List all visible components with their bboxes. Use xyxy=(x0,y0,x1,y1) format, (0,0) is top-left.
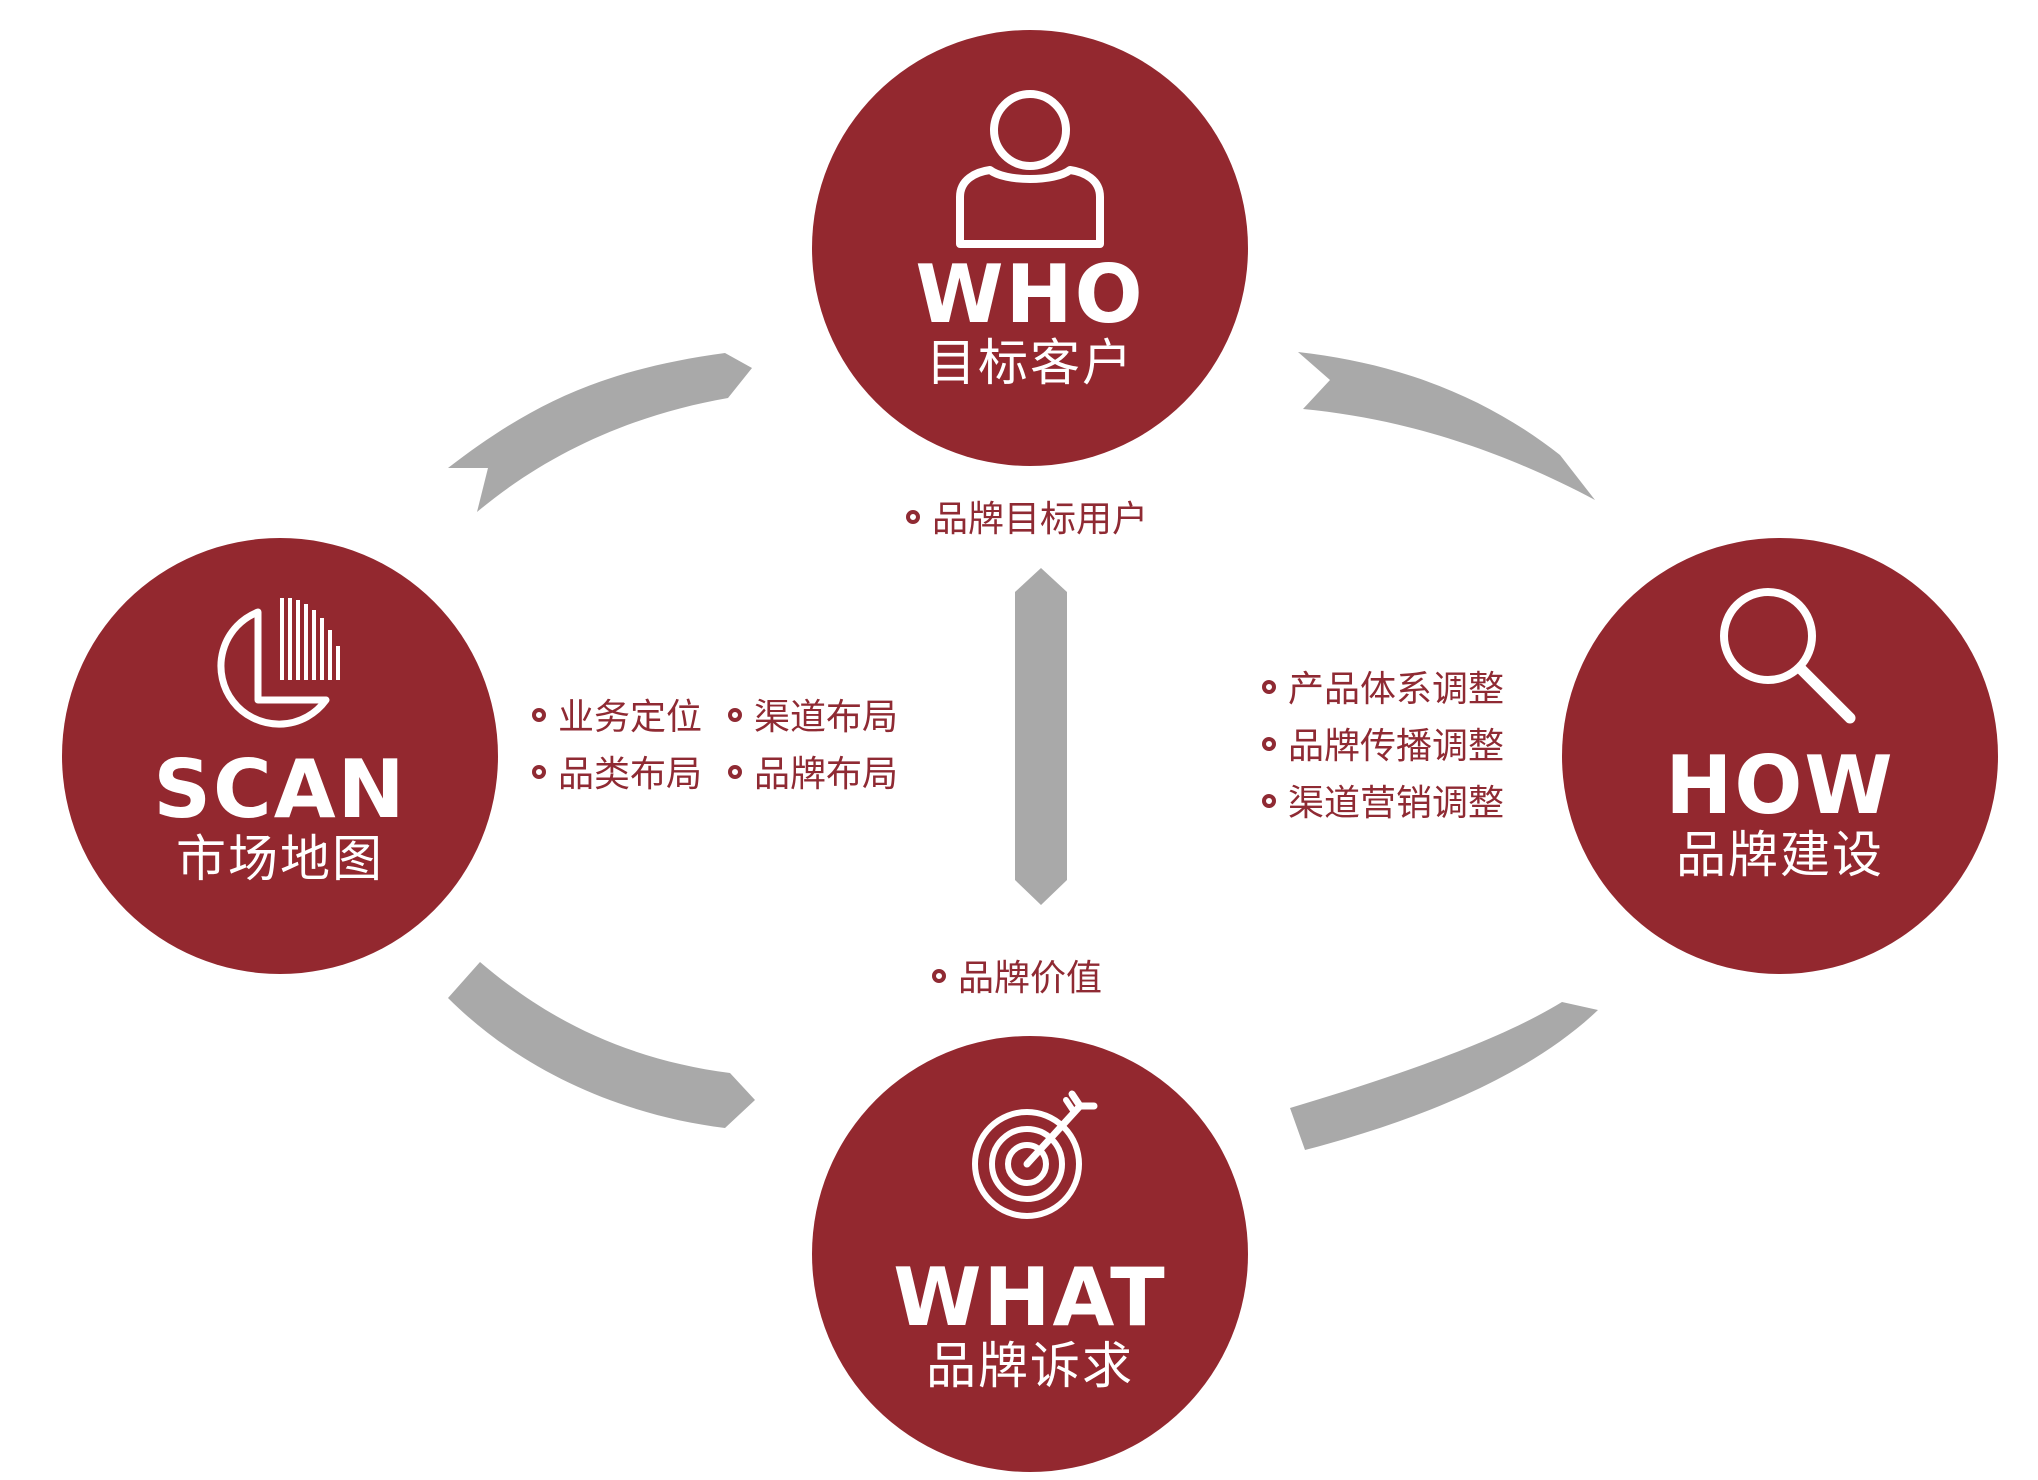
node-who-title: WHO xyxy=(915,248,1145,341)
arrow-group xyxy=(448,352,1598,1150)
scan-bullet-list-item: 品牌布局 xyxy=(728,757,898,793)
who-bullet-text: 品牌目标用户 xyxy=(932,499,1149,540)
how-bullet-list-item: 品牌传播调整 xyxy=(1262,729,1504,765)
node-scan-title: SCAN xyxy=(153,743,407,836)
arrow-scan-to-who xyxy=(448,353,752,512)
node-what-subtitle: 品牌诉求 xyxy=(926,1337,1134,1395)
what-bullet-text: 品牌价值 xyxy=(958,958,1103,999)
scan-bullet-text: 渠道布局 xyxy=(754,697,899,738)
scan-bullet-text: 业务定位 xyxy=(558,697,703,738)
pie-chart-icon xyxy=(217,598,340,728)
arrow-vertical-double xyxy=(1015,568,1067,905)
node-what-title: WHAT xyxy=(893,1251,1167,1344)
bullet-dot-icon xyxy=(728,708,742,722)
node-scan: SCAN 市场地图 xyxy=(62,538,498,974)
node-how: HOW 品牌建设 xyxy=(1562,538,1998,974)
node-who-subtitle: 目标客户 xyxy=(926,334,1134,392)
node-scan-subtitle: 市场地图 xyxy=(176,830,384,888)
bullet-dot-icon xyxy=(1262,794,1276,808)
bullet-dot-icon xyxy=(532,765,546,779)
node-how-subtitle: 品牌建设 xyxy=(1676,826,1884,884)
scan-bullet-text: 品牌布局 xyxy=(754,754,899,795)
arrow-what-to-scan xyxy=(448,962,755,1128)
how-bullet-list-item: 渠道营销调整 xyxy=(1262,786,1504,822)
bullet-dot-icon xyxy=(728,765,742,779)
scan-bullet-list-item: 品类布局 xyxy=(532,757,702,793)
scan-bullet-list-item: 业务定位 xyxy=(532,700,702,736)
bullet-dot-icon xyxy=(1262,680,1276,694)
how-bullet-text: 产品体系调整 xyxy=(1288,669,1505,710)
scan-bullet-text: 品类布局 xyxy=(558,754,703,795)
how-bullet-text: 品牌传播调整 xyxy=(1288,726,1505,767)
what-bullet-list-item: 品牌价值 xyxy=(932,961,1102,997)
node-what: WHAT 品牌诉求 xyxy=(812,1036,1248,1472)
scan-bullet-list-item: 渠道布局 xyxy=(728,700,898,736)
bullet-dot-icon xyxy=(532,708,546,722)
how-bullet-list-item: 产品体系调整 xyxy=(1262,672,1504,708)
target-icon xyxy=(972,1090,1098,1219)
who-bullet-list-item: 品牌目标用户 xyxy=(906,502,1148,538)
bullet-dot-icon xyxy=(1262,737,1276,751)
node-who: WHO 目标客户 xyxy=(812,30,1248,466)
magnifier-icon xyxy=(1720,588,1856,724)
bullet-dot-icon xyxy=(932,969,946,983)
arrow-who-to-how xyxy=(1298,352,1595,500)
how-bullet-text: 渠道营销调整 xyxy=(1288,783,1505,824)
person-icon xyxy=(956,90,1104,248)
bullet-dot-icon xyxy=(906,510,920,524)
node-how-title: HOW xyxy=(1665,739,1895,832)
arrow-how-to-what xyxy=(1290,1002,1598,1150)
